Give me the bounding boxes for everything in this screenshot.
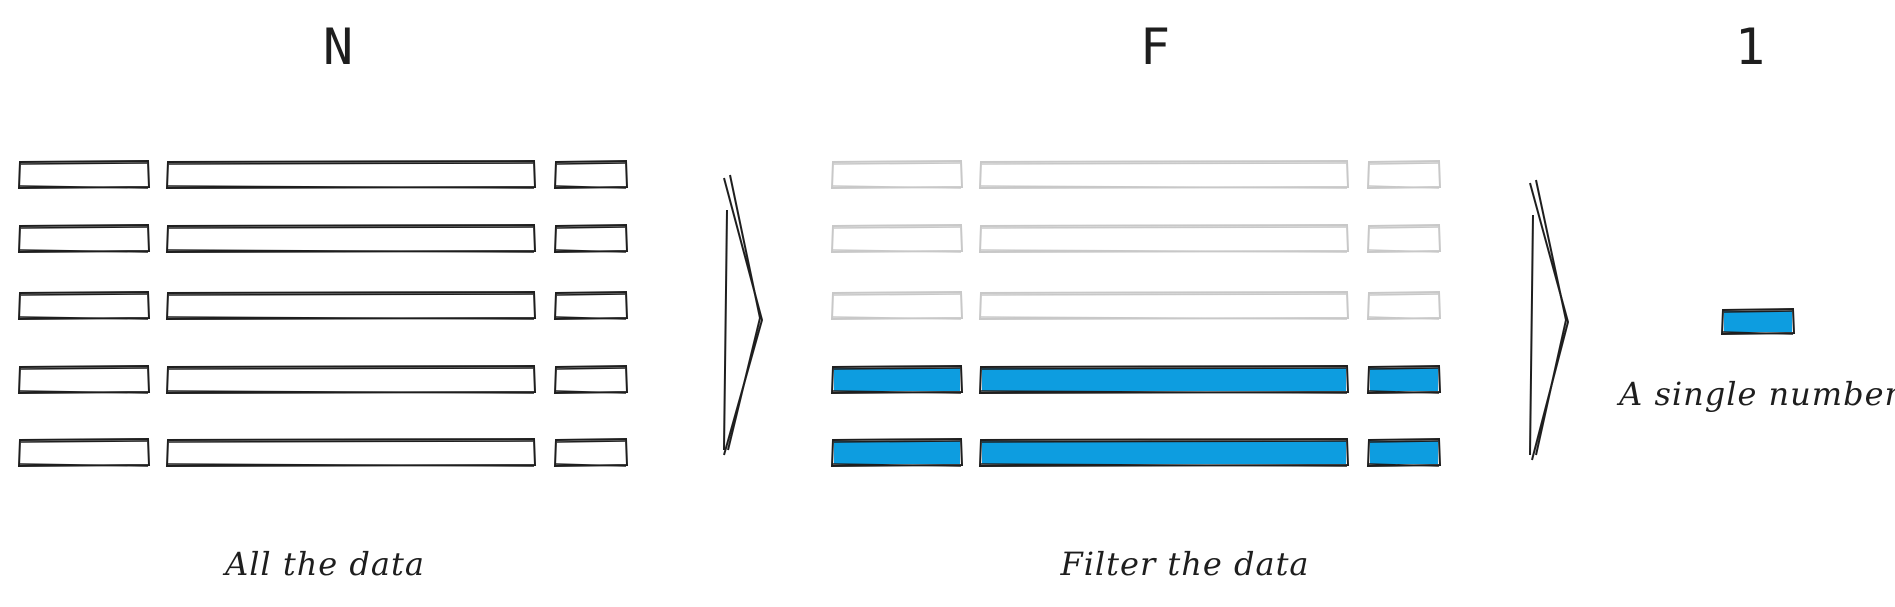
all-data-row-3-cell-1 bbox=[17, 290, 151, 321]
all-data-row-2-cell-1 bbox=[17, 223, 151, 254]
arrow-1-icon bbox=[723, 174, 764, 456]
filtered-data-row-4-cell-3 bbox=[1366, 364, 1442, 395]
filtered-data-row-2-cell-1 bbox=[830, 223, 964, 254]
table-filtered-data bbox=[830, 159, 1442, 468]
all-data-row-4-cell-1 bbox=[17, 364, 151, 395]
filtered-data-row-3-cell-1 bbox=[830, 290, 964, 321]
filtered-data-row-1-cell-1 bbox=[830, 159, 964, 190]
filtered-data-row-4-cell-2 bbox=[978, 364, 1350, 395]
all-data-row-1-cell-3 bbox=[553, 159, 629, 190]
all-data-row-2-cell-3 bbox=[553, 223, 629, 254]
all-data-row-1-cell-2 bbox=[165, 159, 537, 190]
all-data-row-5-cell-1 bbox=[17, 437, 151, 468]
all-data-row-5-cell-3 bbox=[553, 437, 629, 468]
filtered-data-row-3-cell-3 bbox=[1366, 290, 1442, 321]
single-value-cell bbox=[1720, 307, 1796, 336]
filtered-data-row-5-cell-3 bbox=[1366, 437, 1442, 468]
filtered-data-row-4-cell-1 bbox=[830, 364, 964, 395]
filtered-data-row-2-cell-3 bbox=[1366, 223, 1442, 254]
stage-heading-all: N bbox=[322, 18, 354, 76]
all-data-row-4-cell-3 bbox=[553, 364, 629, 395]
filtered-data-row-5-cell-2 bbox=[978, 437, 1350, 468]
all-data-row-3-cell-2 bbox=[165, 290, 537, 321]
all-data-row-2-cell-2 bbox=[165, 223, 537, 254]
caption-filter-data: Filter the data bbox=[1060, 545, 1310, 583]
all-data-row-3-cell-3 bbox=[553, 290, 629, 321]
table-all-data bbox=[17, 159, 629, 468]
filtered-data-row-3-cell-2 bbox=[978, 290, 1350, 321]
all-data-row-4-cell-2 bbox=[165, 364, 537, 395]
caption-all-data: All the data bbox=[225, 545, 425, 583]
stage-heading-filter: F bbox=[1139, 18, 1171, 76]
filtered-data-row-1-cell-3 bbox=[1366, 159, 1442, 190]
filtered-data-row-2-cell-2 bbox=[978, 223, 1350, 254]
caption-single-number: A single number bbox=[1619, 375, 1895, 413]
single-value-box bbox=[1720, 307, 1796, 336]
stage-heading-single: 1 bbox=[1734, 18, 1766, 76]
filtered-data-row-5-cell-1 bbox=[830, 437, 964, 468]
all-data-row-5-cell-2 bbox=[165, 437, 537, 468]
all-data-row-1-cell-1 bbox=[17, 159, 151, 190]
arrow-2-icon bbox=[1529, 179, 1570, 461]
filtered-data-row-1-cell-2 bbox=[978, 159, 1350, 190]
